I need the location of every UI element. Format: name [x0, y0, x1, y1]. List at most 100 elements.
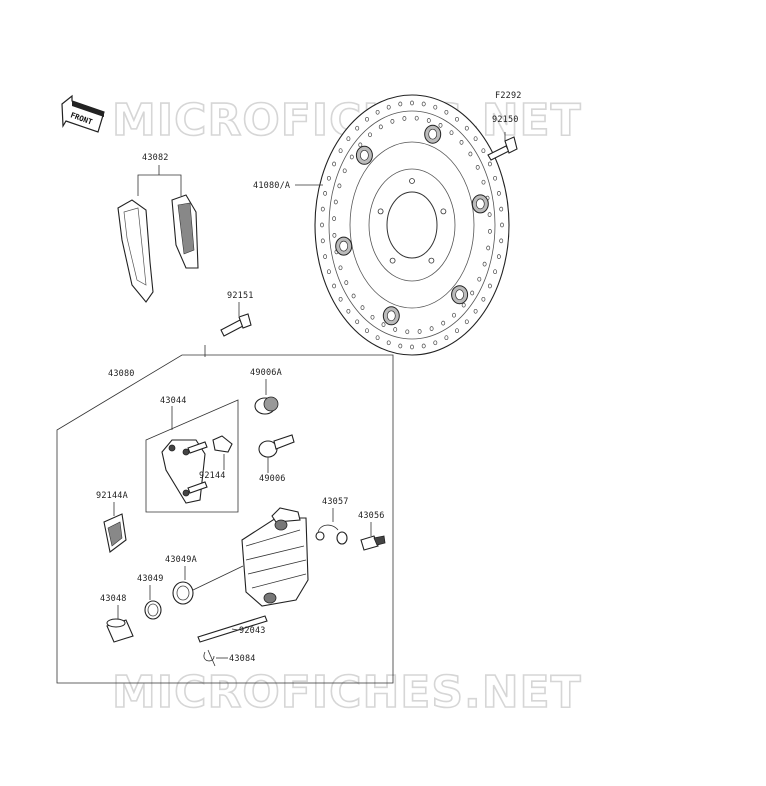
- brake-disc: [314, 94, 510, 356]
- disc-drill-hole: [486, 245, 491, 251]
- disc-drill-hole: [320, 238, 325, 244]
- label-43044: 43044: [160, 396, 187, 406]
- disc-drill-hole: [402, 116, 407, 121]
- label-92144A: 92144A: [96, 491, 128, 501]
- disc-drill-hole: [417, 329, 422, 334]
- disc-drill-hole: [381, 322, 386, 327]
- disc-mount-hole: [428, 257, 435, 264]
- disc-drill-hole: [493, 175, 498, 181]
- disc-drill-hole: [326, 269, 331, 275]
- disc-drill-hole: [433, 340, 438, 346]
- disc-drill-hole: [323, 191, 328, 196]
- disc-drill-hole: [410, 344, 414, 350]
- disc-drill-hole: [370, 314, 375, 320]
- disc-drill-hole: [375, 109, 380, 115]
- bleeder-screw-43056: [360, 535, 386, 551]
- disc-rivet-hole: [475, 198, 485, 210]
- disc-drill-hole: [398, 343, 403, 349]
- disc-drill-hole: [499, 206, 504, 212]
- disc-rivet-hole: [386, 310, 396, 322]
- label-92150: 92150: [492, 115, 519, 125]
- disc-drill-hole: [338, 296, 343, 302]
- label-43056: 43056: [358, 511, 385, 521]
- disc-drill-hole: [421, 343, 426, 349]
- disc-drill-hole: [452, 312, 456, 318]
- disc-drill-hole: [421, 101, 426, 107]
- assembly-frame: [56, 354, 394, 684]
- label-92151: 92151: [227, 291, 254, 301]
- disc-drill-hole: [500, 222, 504, 228]
- disc-drill-hole: [464, 125, 469, 131]
- disc-drill-hole: [473, 136, 478, 142]
- clip-92144: [212, 435, 233, 453]
- brake-pad-right: [171, 194, 199, 269]
- disc-drill-hole: [375, 335, 380, 341]
- disc-drill-hole: [455, 116, 459, 122]
- disc-drill-hole: [444, 109, 449, 115]
- disc-rivet-hole: [428, 128, 438, 140]
- caliper-body: [241, 507, 309, 607]
- pin-clip-43084: [203, 649, 216, 667]
- disc-drill-hole: [344, 280, 349, 285]
- disc-mount-hole: [377, 208, 384, 215]
- disc-rivet-hole: [360, 149, 369, 161]
- disc-drill-hole: [346, 136, 351, 142]
- disc-drill-hole: [346, 308, 351, 314]
- disc-drill-hole: [499, 238, 504, 244]
- disc-drill-hole: [332, 216, 337, 221]
- disc-drill-hole: [393, 327, 398, 332]
- disc-bolt-92150: [487, 136, 518, 161]
- disc-drill-hole: [464, 319, 469, 325]
- disc-drill-hole: [461, 302, 466, 308]
- disc-drill-hole: [323, 254, 328, 259]
- disc-drill-hole: [365, 328, 369, 334]
- disc-drill-hole: [386, 340, 391, 346]
- piston-seal-43049: [144, 600, 162, 620]
- disc-drill-hole: [338, 265, 343, 271]
- disc-drill-hole: [477, 276, 482, 282]
- disc-drill-hole: [438, 123, 443, 128]
- watermark-bottom: MICROFICHES.NET: [112, 667, 582, 718]
- piston-43048: [106, 618, 134, 643]
- disc-drill-hole: [405, 329, 410, 335]
- label-92043: 92043: [239, 626, 266, 636]
- pin-49006: [258, 434, 295, 458]
- disc-drill-hole: [337, 183, 342, 189]
- label-43057: 43057: [322, 497, 349, 507]
- label-43082: 43082: [142, 153, 169, 163]
- disc-drill-hole: [429, 326, 434, 331]
- disc-drill-hole: [386, 104, 391, 110]
- figure-code: F2292: [495, 91, 522, 101]
- disc-drill-hole: [487, 161, 492, 167]
- label-43049: 43049: [137, 574, 164, 584]
- pad-spring-92144A: [103, 513, 127, 553]
- disc-drill-hole: [496, 254, 501, 259]
- front-arrow-icon: FRONT: [61, 94, 105, 133]
- disc-drill-hole: [368, 132, 372, 138]
- disc-drill-hole: [487, 212, 492, 217]
- disc-drill-hole: [326, 175, 331, 181]
- disc-drill-hole: [355, 319, 360, 325]
- disc-mount-hole: [389, 257, 396, 264]
- bleeder-cap-43057: [315, 524, 348, 545]
- disc-drill-hole: [332, 283, 337, 289]
- disc-drill-hole: [482, 261, 487, 267]
- disc-drill-hole: [332, 161, 337, 167]
- disc-drill-hole: [468, 151, 473, 157]
- disc-drill-hole: [475, 165, 480, 170]
- disc-drill-hole: [481, 296, 486, 302]
- label-43048: 43048: [100, 594, 127, 604]
- disc-drill-hole: [358, 142, 363, 148]
- disc-drill-hole: [414, 115, 419, 121]
- disc-rivet-hole: [455, 289, 464, 301]
- disc-drill-hole: [426, 118, 431, 123]
- disc-drill-hole: [487, 283, 492, 289]
- boot-49006A: [254, 396, 279, 415]
- bolt-92151: [220, 313, 252, 337]
- label-49006: 49006: [259, 474, 286, 484]
- disc-drill-hole: [455, 328, 459, 334]
- disc-drill-hole: [378, 124, 383, 130]
- disc-mount-hole: [440, 208, 447, 215]
- disc-drill-hole: [355, 125, 360, 131]
